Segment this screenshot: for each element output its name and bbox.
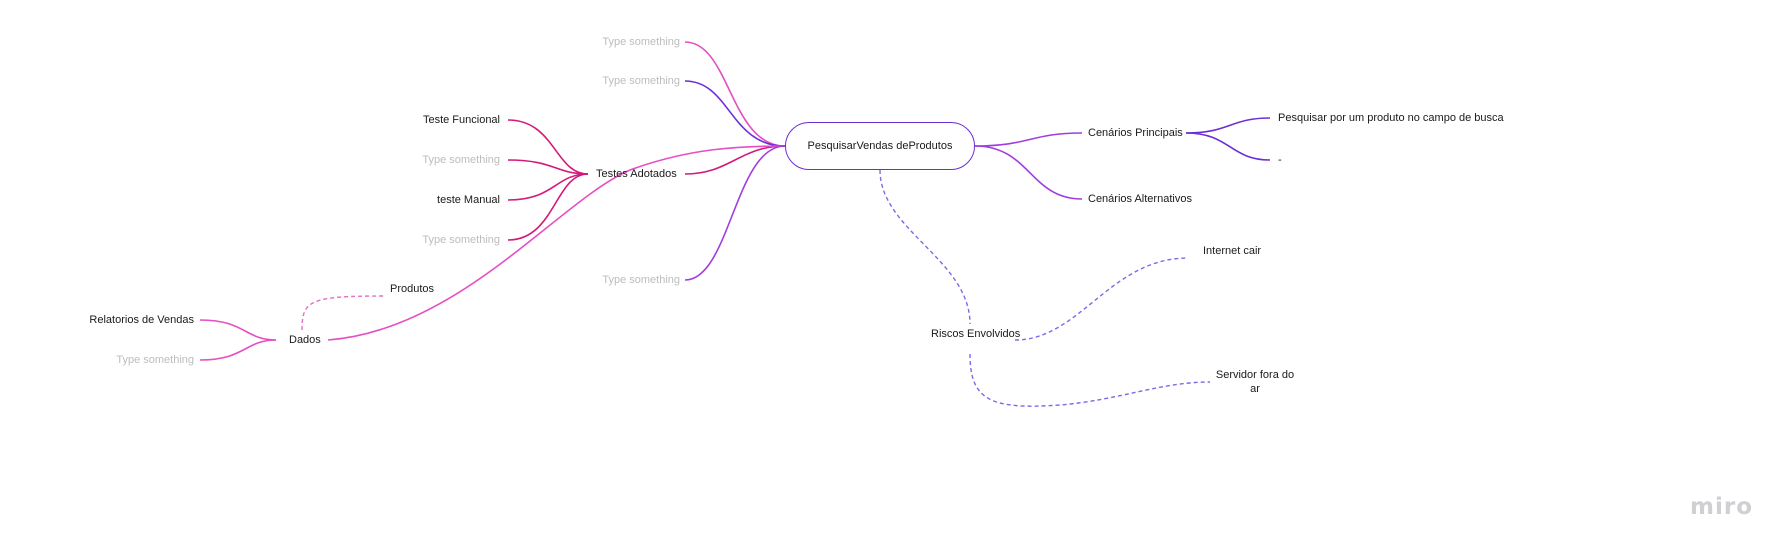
connector-riscos-internet [1014, 257, 1189, 341]
node-pesquisar-produto-busca[interactable]: Pesquisar por um produto no campo de bus… [1278, 112, 1504, 124]
root-node-pesquisar-vendas[interactable]: PesquisarVendas deProdutos [785, 122, 975, 170]
placeholder-node-top-1[interactable]: Type something [602, 36, 680, 48]
connector-testes-placeholder-1 [507, 159, 589, 175]
placeholder-node-top-2[interactable]: Type something [602, 75, 680, 87]
node-internet-cair[interactable]: Internet cair [1203, 245, 1262, 257]
node-teste-manual[interactable]: teste Manual [437, 194, 500, 206]
node-cenarios-principais[interactable]: Cenários Principais [1088, 127, 1183, 139]
miro-logo: miro [1690, 494, 1753, 520]
connector-testes-placeholder-2 [507, 173, 589, 241]
connector-dados-relatorios [199, 319, 277, 341]
placeholder-node-testes-2[interactable]: Type something [422, 234, 500, 246]
connector-riscos-servidor [969, 353, 1211, 407]
node-teste-funcional[interactable]: Teste Funcional [422, 114, 500, 126]
node-cenarios-alternativos[interactable]: Cenários Alternativos [1088, 193, 1192, 205]
connector-root-cenarios-alternativos [974, 145, 1083, 200]
placeholder-node-bottom[interactable]: Type something [602, 274, 680, 286]
connector-root-placeholder-2 [684, 80, 786, 147]
connector-cenarios-busca [1185, 117, 1271, 134]
connector-root-dados [327, 145, 786, 341]
node-produtos[interactable]: Produtos [390, 283, 435, 295]
connector-testes-manual [507, 173, 589, 201]
placeholder-node-testes-1[interactable]: Type something [422, 154, 500, 166]
placeholder-node-dados[interactable]: Type something [116, 354, 194, 366]
connector-root-riscos [879, 169, 971, 325]
node-testes-adotados[interactable]: Testes Adotados [596, 168, 677, 180]
connector-root-testes [684, 145, 786, 175]
connector-dados-produtos [301, 295, 386, 331]
connector-root-placeholder-3 [684, 145, 786, 281]
node-cenario-dash[interactable]: - [1278, 154, 1282, 166]
root-node-label: PesquisarVendas deProdutos [807, 140, 953, 152]
connector-testes-funcional [507, 119, 589, 175]
connector-cenarios-dash [1185, 132, 1271, 161]
connector-root-placeholder-1 [684, 41, 786, 147]
node-servidor-fora-do-ar[interactable]: Servidor fora do ar [1215, 369, 1295, 395]
connector-dados-placeholder [199, 339, 277, 361]
connector-root-cenarios-principais [974, 132, 1083, 147]
node-dados[interactable]: Dados [289, 334, 321, 346]
node-riscos-envolvidos[interactable]: Riscos Envolvidos [931, 328, 1021, 340]
node-relatorios-vendas[interactable]: Relatorios de Vendas [89, 314, 194, 326]
